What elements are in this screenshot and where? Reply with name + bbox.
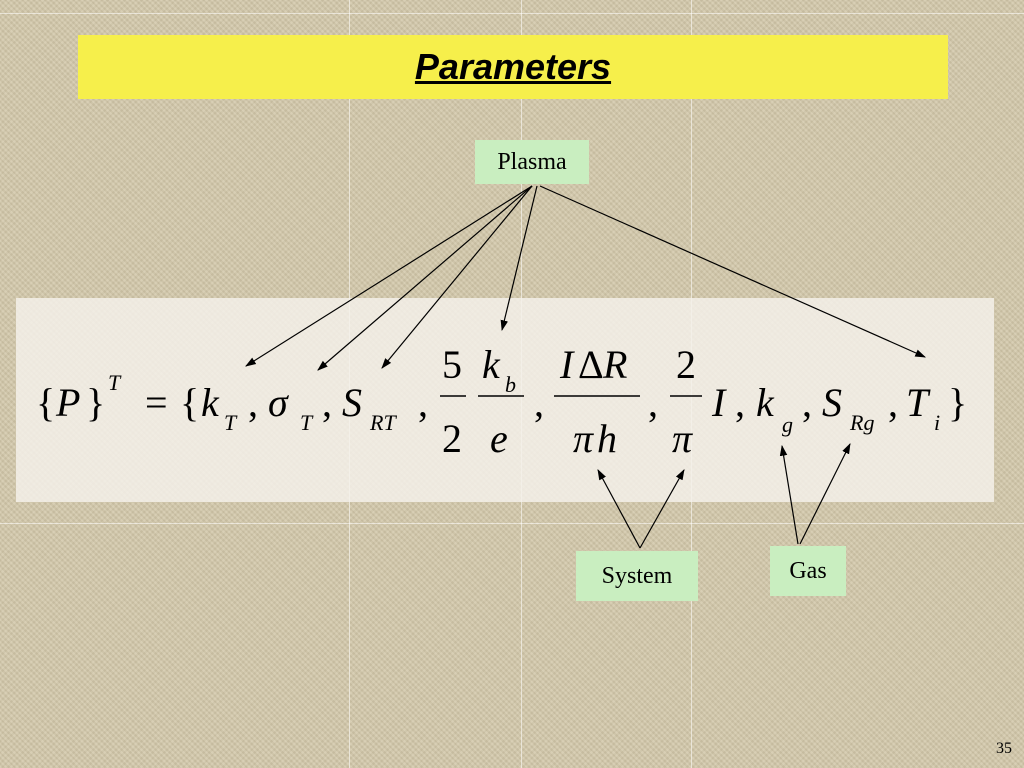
plasma-arrows <box>245 185 926 371</box>
formula-close-brace-2: } <box>948 380 967 425</box>
formula: { P } T = { k T , σ T , S RT , 5 2 k b e… <box>36 342 967 461</box>
arrow-to-kT <box>245 185 533 367</box>
grid-line <box>0 13 1024 14</box>
formula-S-2: S <box>822 380 842 425</box>
formula-comma-5: , <box>648 380 658 425</box>
formula-sub-b: b <box>505 372 516 397</box>
formula-numerator-2: 2 <box>676 342 696 387</box>
formula-numerator-5: 5 <box>442 342 462 387</box>
formula-P: P <box>55 380 80 425</box>
formula-comma-3: , <box>418 380 428 425</box>
formula-k: k <box>201 380 220 425</box>
arrow-to-SRT <box>381 185 533 369</box>
formula-comma: , <box>248 380 258 425</box>
formula-panel <box>16 298 994 502</box>
arrow-to-pi <box>639 469 685 549</box>
arrow-to-Ti <box>539 185 926 358</box>
arrow-to-kg <box>779 444 799 545</box>
arrow-to-kb <box>500 185 538 332</box>
formula-sub-g: g <box>782 412 793 437</box>
formula-sub-T: T <box>224 410 238 435</box>
formula-h: h <box>597 416 617 461</box>
formula-R: R <box>602 342 627 387</box>
arrow-to-pih <box>597 469 641 549</box>
title-bar: Parameters <box>78 35 948 99</box>
slide-title: Parameters <box>414 46 612 87</box>
grid-line <box>0 523 1024 524</box>
formula-open-brace: { <box>36 380 55 425</box>
formula-denominator-2: 2 <box>442 416 462 461</box>
formula-sub-Rg: Rg <box>849 410 874 435</box>
gas-label: Gas <box>770 546 846 596</box>
formula-sub-T-2: T <box>300 410 314 435</box>
formula-comma-4: , <box>534 380 544 425</box>
formula-sigma: σ <box>268 380 289 425</box>
formula-pi: π <box>573 416 594 461</box>
system-arrows <box>597 469 685 549</box>
formula-S: S <box>342 380 362 425</box>
formula-pi-2: π <box>672 416 693 461</box>
formula-comma-2: , <box>322 380 332 425</box>
plasma-label: Plasma <box>475 140 589 184</box>
system-label: System <box>576 551 698 601</box>
formula-comma-8: , <box>888 380 898 425</box>
formula-sub-i: i <box>934 410 940 435</box>
formula-Delta: Δ <box>578 342 604 387</box>
formula-comma-6: , <box>735 380 745 425</box>
formula-close-brace: } <box>86 380 105 425</box>
formula-I-2: I <box>711 380 727 425</box>
gas-arrows <box>779 443 851 545</box>
formula-equals: = <box>145 380 168 425</box>
formula-open-brace-2: { <box>180 380 199 425</box>
slide-number: 35 <box>996 740 1012 757</box>
formula-superscript-T: T <box>108 370 122 395</box>
formula-I: I <box>559 342 575 387</box>
formula-comma-7: , <box>802 380 812 425</box>
arrow-to-SRg <box>799 443 851 545</box>
formula-k-numerator: k <box>482 342 501 387</box>
formula-k-2: k <box>756 380 775 425</box>
formula-T: T <box>906 380 931 425</box>
arrow-to-sigmaT <box>317 185 533 371</box>
formula-e: e <box>490 416 508 461</box>
formula-sub-RT: RT <box>369 410 397 435</box>
